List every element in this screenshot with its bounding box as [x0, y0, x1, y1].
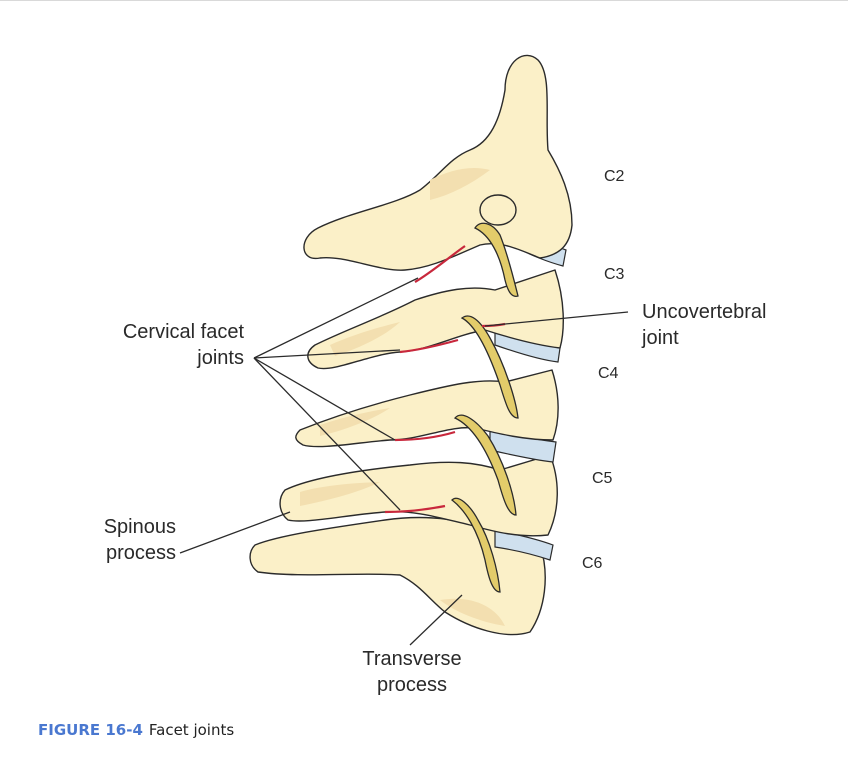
- label-c4: C4: [598, 365, 619, 382]
- figure-caption: FIGURE 16-4 Facet joints: [38, 721, 234, 739]
- label-uncovertebral-1: Uncovertebral: [642, 301, 767, 323]
- vertebra-c6: [249, 516, 554, 636]
- top-divider: [0, 0, 848, 1]
- label-uncovertebral-2: joint: [641, 327, 679, 349]
- facet-joint-c2-c3: [414, 245, 466, 283]
- facet-joint-c4-c5: [394, 430, 456, 442]
- leader-lines: [179, 277, 629, 646]
- annotation-labels: Cervical facet joints Uncovertebral join…: [104, 168, 767, 696]
- facet-joints: [384, 245, 506, 514]
- label-spinous-2: process: [106, 542, 176, 564]
- vertebra-c2: [303, 54, 573, 271]
- facet-joint-c3-c4: [399, 338, 459, 354]
- figure-title: Facet joints: [148, 721, 235, 739]
- label-c2: C2: [604, 168, 625, 185]
- label-spinous-1: Spinous: [104, 516, 176, 538]
- vertebral-artery: [451, 222, 519, 593]
- label-c3: C3: [604, 266, 625, 283]
- figure-number: FIGURE 16-4: [38, 721, 143, 739]
- vertebra-c5: [279, 429, 558, 537]
- label-transverse-1: Transverse: [362, 648, 461, 670]
- cervical-spine-illustration: .bone { fill: #fbf0c8; stroke: #2b2b2b; …: [104, 54, 767, 696]
- label-cervical-facet-2: joints: [196, 347, 244, 369]
- label-c5: C5: [592, 470, 613, 487]
- label-transverse-2: process: [377, 674, 447, 696]
- facet-joint-c5-c6: [384, 504, 446, 514]
- figure: .bone { fill: #fbf0c8; stroke: #2b2b2b; …: [104, 54, 767, 696]
- label-cervical-facet-1: Cervical facet: [123, 321, 245, 343]
- label-c6: C6: [582, 555, 603, 572]
